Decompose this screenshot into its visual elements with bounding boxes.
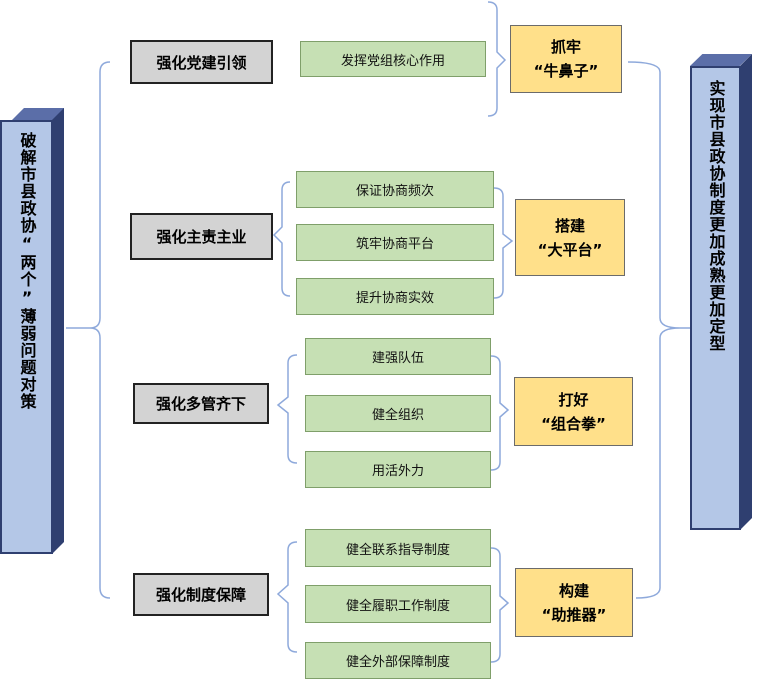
- measure-label: 用活外力: [371, 464, 424, 479]
- outcome-box-ox-nose: 抓牢 “牛鼻子”: [510, 25, 622, 93]
- left-title-column: 破解市县政协“两个”薄弱问题对策: [0, 108, 66, 554]
- outcome-verb: 抓牢: [550, 38, 581, 56]
- strategy-label: 强化多管齐下: [155, 395, 246, 413]
- outcome-box-booster: 构建 “助推器”: [515, 568, 633, 637]
- right-title-column: 实现市县政协制度更加成熟更加定型: [690, 54, 752, 530]
- measure-box: 健全组织: [305, 395, 491, 432]
- outcome-object: “大平台”: [537, 240, 603, 259]
- strategy-box-multi-approach: 强化多管齐下: [133, 383, 269, 424]
- strategy-label: 强化党建引领: [156, 53, 247, 72]
- measure-label: 发挥党组核心作用: [340, 53, 445, 69]
- outcome-verb: 打好: [558, 390, 589, 409]
- outcome-object: “组合拳”: [541, 414, 606, 433]
- measure-box: 发挥党组核心作用: [300, 41, 486, 77]
- right-column-front-face: 实现市县政协制度更加成熟更加定型: [690, 66, 741, 530]
- left-column-top-face: [12, 108, 64, 120]
- right-column-side-face: [740, 54, 752, 530]
- measure-label: 建强队伍: [371, 351, 424, 366]
- right-column-top-face: [690, 54, 752, 66]
- measure-box: 筑牢协商平台: [296, 224, 494, 261]
- measure-box: 保证协商频次: [296, 171, 494, 208]
- strategy-label: 强化制度保障: [155, 586, 246, 604]
- measure-label: 健全履职工作制度: [345, 598, 450, 614]
- measure-label: 筑牢协商平台: [355, 237, 434, 252]
- right-column-title: 实现市县政协制度更加成熟更加定型: [706, 80, 726, 352]
- measure-box: 用活外力: [305, 451, 491, 488]
- measure-box: 健全外部保障制度: [305, 642, 491, 679]
- outcome-box-big-platform: 搭建 “大平台”: [515, 199, 625, 276]
- strategy-box-party-building: 强化党建引领: [130, 40, 273, 84]
- measure-label: 健全联系指导制度: [345, 542, 450, 558]
- measure-label: 健全外部保障制度: [345, 655, 450, 670]
- measure-label: 提升协商实效: [355, 291, 434, 306]
- outcome-box-combo-punch: 打好 “组合拳”: [514, 377, 633, 446]
- measure-box: 健全联系指导制度: [305, 529, 491, 567]
- outcome-object: “助推器”: [541, 605, 607, 624]
- measure-box: 健全履职工作制度: [305, 585, 491, 623]
- strategy-label: 强化主责主业: [156, 228, 247, 246]
- left-column-title: 破解市县政协“两个”薄弱问题对策: [17, 132, 37, 410]
- outcome-object: “牛鼻子”: [533, 62, 599, 80]
- outcome-verb: 构建: [558, 581, 589, 600]
- strategy-box-institution: 强化制度保障: [133, 573, 269, 616]
- outcome-verb: 搭建: [554, 216, 585, 235]
- strategy-box-main-duty: 强化主责主业: [130, 213, 273, 260]
- measure-box: 建强队伍: [305, 338, 491, 375]
- measure-label: 保证协商频次: [355, 184, 434, 199]
- left-column-front-face: 破解市县政协“两个”薄弱问题对策: [0, 120, 53, 554]
- left-column-side-face: [52, 108, 64, 554]
- measure-label: 健全组织: [371, 408, 424, 423]
- measure-box: 提升协商实效: [296, 278, 494, 315]
